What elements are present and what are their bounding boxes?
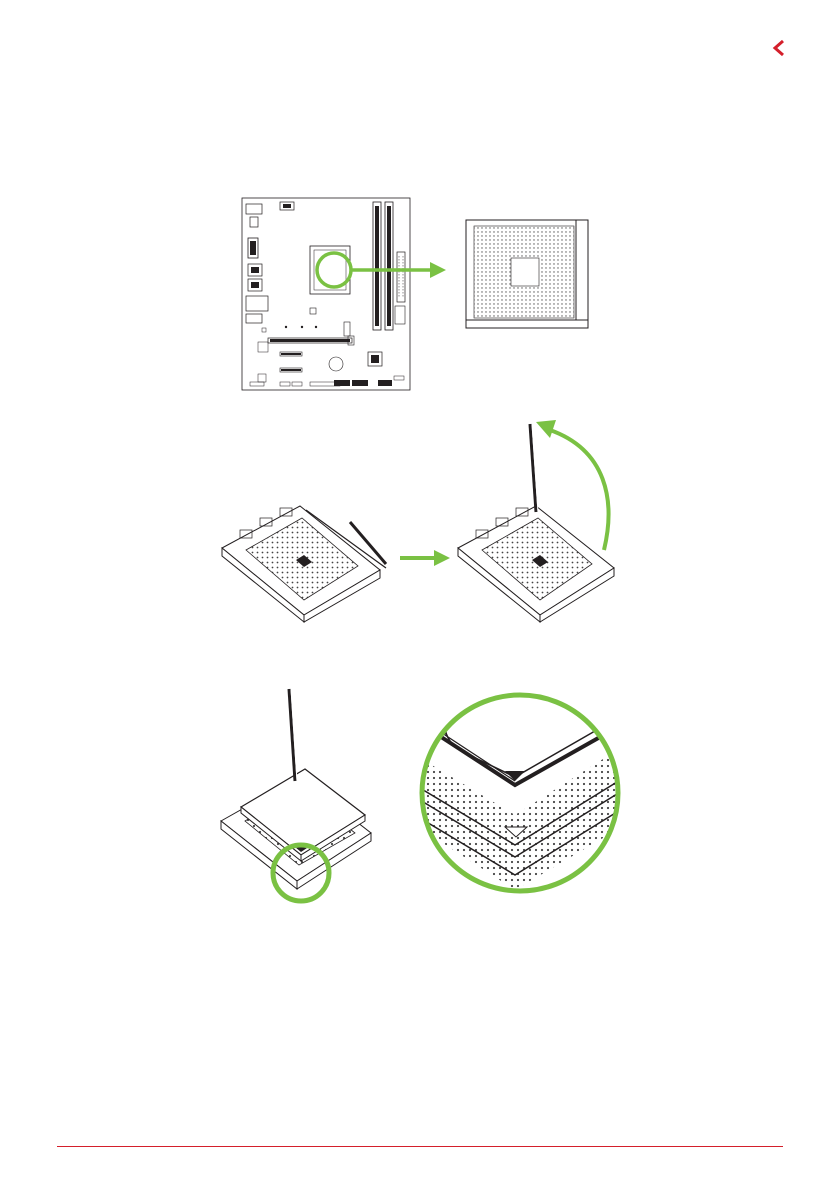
alignment-zoom [415, 685, 625, 910]
chevron-left-icon[interactable] [771, 38, 787, 58]
arrow-up-icon [536, 420, 556, 438]
footer-rule [57, 1146, 783, 1147]
socket-closed [222, 506, 386, 622]
socket-with-cpu [221, 689, 371, 901]
socket-open [458, 424, 614, 622]
socket-lever-figure [220, 410, 620, 635]
cpu-socket-zoom [466, 220, 588, 328]
motherboard-socket-figure [240, 190, 610, 400]
arrow-right-icon [430, 262, 446, 278]
arrow-right-icon [434, 550, 450, 566]
cpu-alignment-figure [215, 685, 625, 910]
